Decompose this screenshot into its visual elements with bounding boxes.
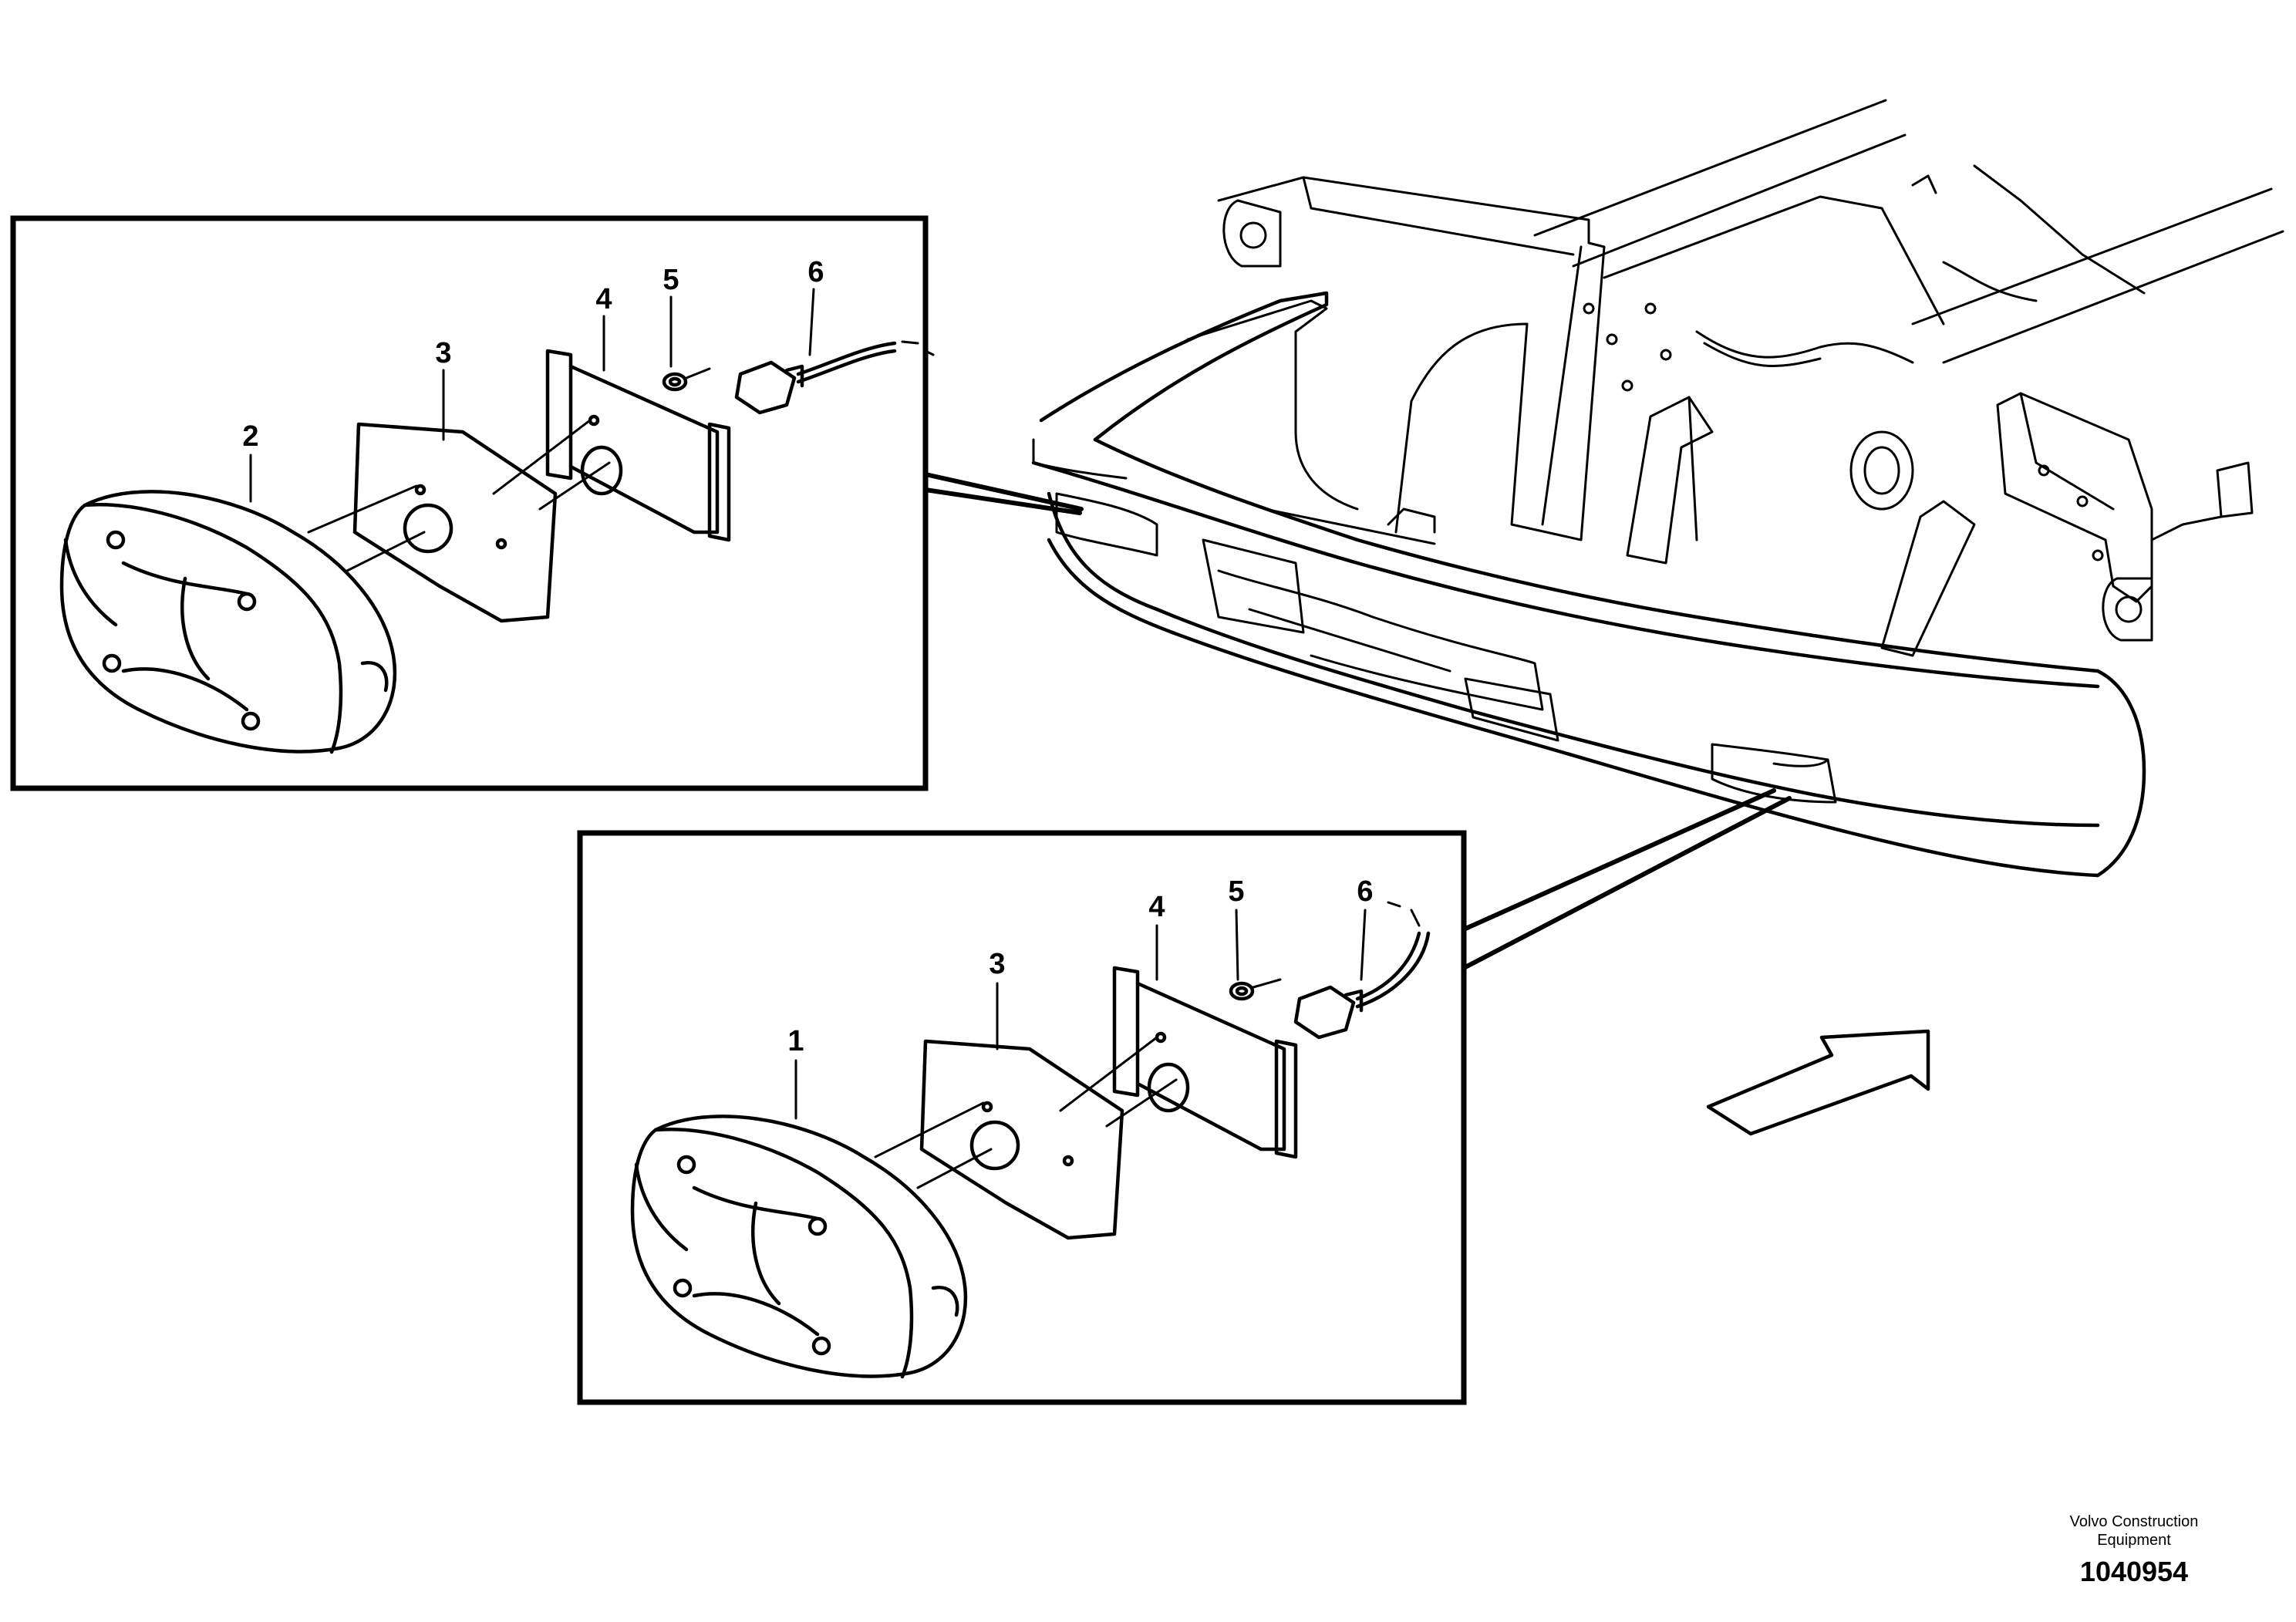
callout-2: 2 [242,420,258,453]
callout-3: 3 [435,337,451,369]
connector-cable-6 [734,340,935,415]
nut-5b [1229,978,1282,1001]
nut-5 [662,367,711,392]
bottom-detail-frame [577,788,1792,1405]
callout-5: 5 [663,264,679,296]
callout-6b: 6 [1357,875,1373,908]
maker-line-1: Volvo Construction [2069,1513,2199,1530]
callout-5b: 5 [1228,875,1244,908]
callout-3b: 3 [989,948,1005,980]
footer: Volvo Construction Equipment 1040954 [2034,1512,2234,1590]
direction-arrow-icon [1706,1029,1930,1136]
bottom-lamp-assembly [630,901,1431,1379]
top-detail-frame [10,215,1084,791]
callout-6: 6 [807,256,824,288]
gasket-plate-3 [352,422,558,623]
machine-frame [1031,99,2284,878]
callout-1: 1 [787,1025,804,1057]
work-lamp-1 [630,1114,968,1379]
work-lamp-2 [59,490,397,754]
callout-4: 4 [595,283,612,315]
callout-4b: 4 [1148,891,1165,923]
maker-line-2: Equipment [2097,1532,2171,1549]
bracket-4b [1112,966,1298,1159]
bracket-4 [545,349,731,542]
connector-cable-6b [1293,901,1431,1040]
gasket-plate-3b [919,1039,1124,1240]
document-number: 1040954 [2079,1556,2189,1587]
top-lamp-assembly [59,288,935,754]
